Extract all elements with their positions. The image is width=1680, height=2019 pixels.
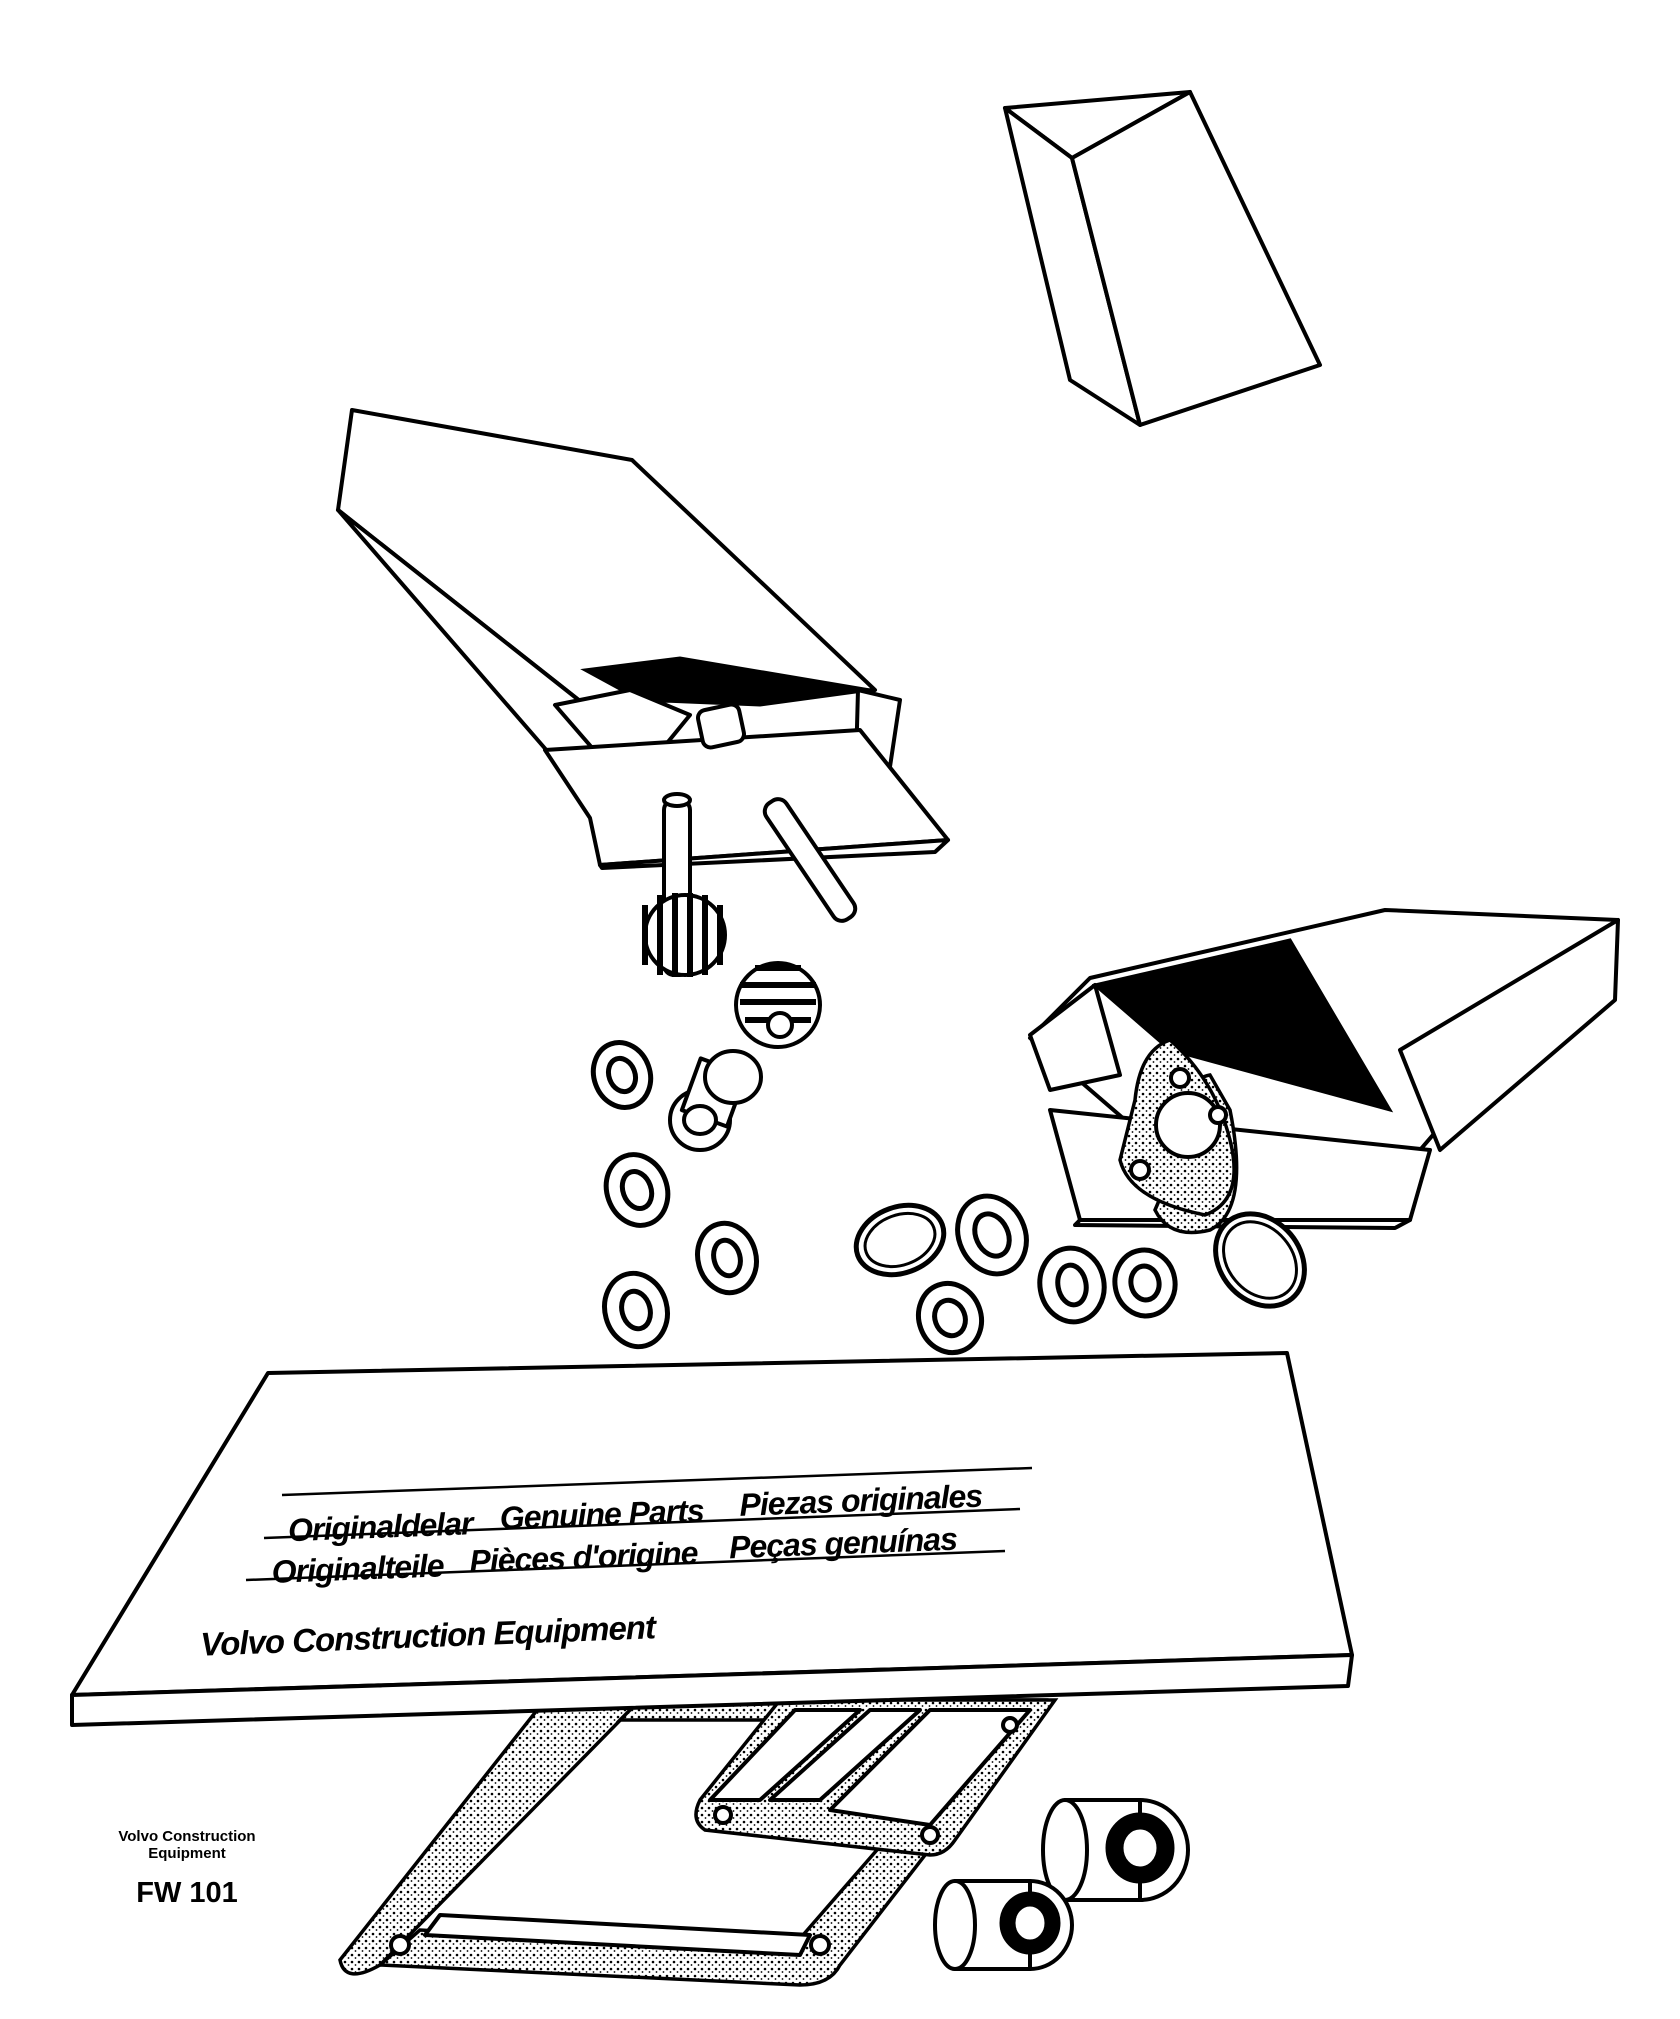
open-parts-box-left: [336, 408, 950, 870]
card-text-originaldelar: Originaldelar: [287, 1505, 475, 1548]
spilled-pins-gears: [642, 792, 858, 1152]
gear-icon: [642, 893, 727, 977]
open-parts-box-right: [1028, 908, 1620, 1230]
closed-parts-box: [1003, 90, 1322, 427]
card-text-originalteile: Originalteile: [271, 1547, 444, 1590]
genuine-parts-card: Originaldelar Genuine Parts Piezas origi…: [70, 1351, 1354, 1727]
bearings: [933, 1798, 1190, 1971]
figure-code: FW 101: [136, 1877, 238, 1909]
corner-brand-line2: Equipment: [148, 1845, 226, 1862]
washers-left: [590, 1040, 759, 1350]
bushing-icon: [668, 1049, 763, 1152]
corner-brand-line1: Volvo Construction: [118, 1828, 256, 1845]
bearing-icon: [933, 1879, 1074, 1971]
cover-gaskets: [338, 1698, 1059, 1987]
corner-brand: Volvo Construction Equipment: [92, 1828, 282, 1862]
flange-gaskets: [1118, 1038, 1239, 1235]
card-text-pecas-genuinas: Peças genuínas: [728, 1521, 957, 1566]
card-text-pieces-dorigine: Pièces d'origine: [469, 1535, 699, 1580]
washers-right: [853, 1193, 1307, 1356]
card-text-genuine-parts: Genuine Parts: [499, 1492, 704, 1536]
gear-icon: [734, 961, 822, 1049]
bearing-icon: [1041, 1798, 1190, 1902]
